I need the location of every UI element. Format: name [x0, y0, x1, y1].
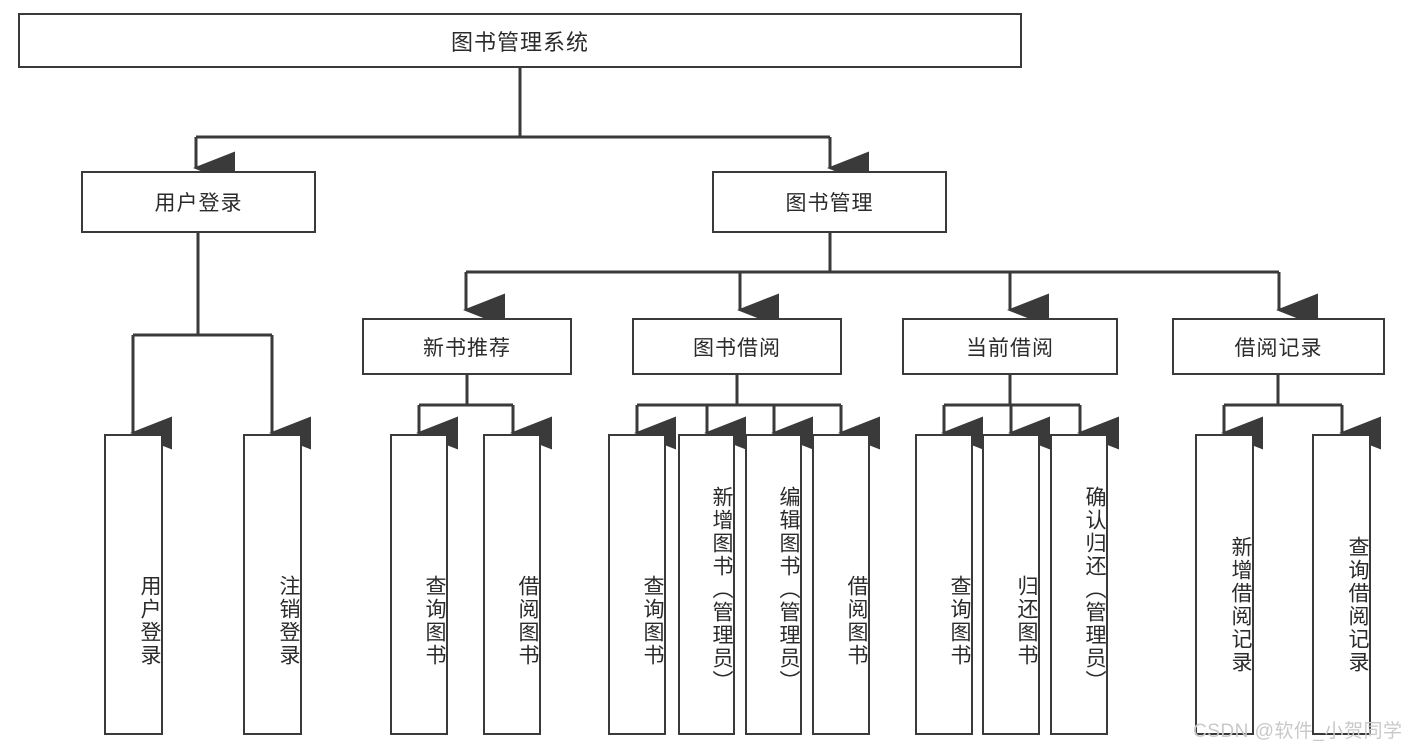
- node-current-borrow[interactable]: 当前借阅: [902, 318, 1118, 375]
- node-root-system[interactable]: 图书管理系统: [18, 13, 1022, 68]
- leaf-book-borrow-add-admin[interactable]: 新增图书（管理员）: [678, 434, 735, 735]
- node-book-borrow[interactable]: 图书借阅: [632, 318, 842, 375]
- leaf-borrow-record-add[interactable]: 新增借阅记录: [1195, 434, 1254, 735]
- leaf-book-borrow-edit-admin[interactable]: 编辑图书（管理员）: [745, 434, 802, 735]
- node-user-login[interactable]: 用户登录: [81, 171, 316, 233]
- leaf-current-borrow-confirm-admin[interactable]: 确认归还（管理员）: [1050, 434, 1108, 735]
- leaf-current-borrow-query[interactable]: 查询图书: [915, 434, 973, 735]
- leaf-user-login-logout[interactable]: 注销登录: [243, 434, 302, 735]
- watermark-text: CSDN @软件_小贺同学: [1193, 721, 1403, 742]
- leaf-borrow-record-query[interactable]: 查询借阅记录: [1312, 434, 1371, 735]
- leaf-new-book-borrow[interactable]: 借阅图书: [483, 434, 541, 735]
- leaf-book-borrow-borrow[interactable]: 借阅图书: [812, 434, 870, 735]
- node-new-book-recommend[interactable]: 新书推荐: [362, 318, 572, 375]
- leaf-user-login-login[interactable]: 用户登录: [104, 434, 163, 735]
- node-borrow-record[interactable]: 借阅记录: [1172, 318, 1385, 375]
- leaf-new-book-query[interactable]: 查询图书: [390, 434, 448, 735]
- node-book-management[interactable]: 图书管理: [712, 171, 947, 233]
- leaf-current-borrow-return[interactable]: 归还图书: [982, 434, 1040, 735]
- leaf-book-borrow-query[interactable]: 查询图书: [608, 434, 666, 735]
